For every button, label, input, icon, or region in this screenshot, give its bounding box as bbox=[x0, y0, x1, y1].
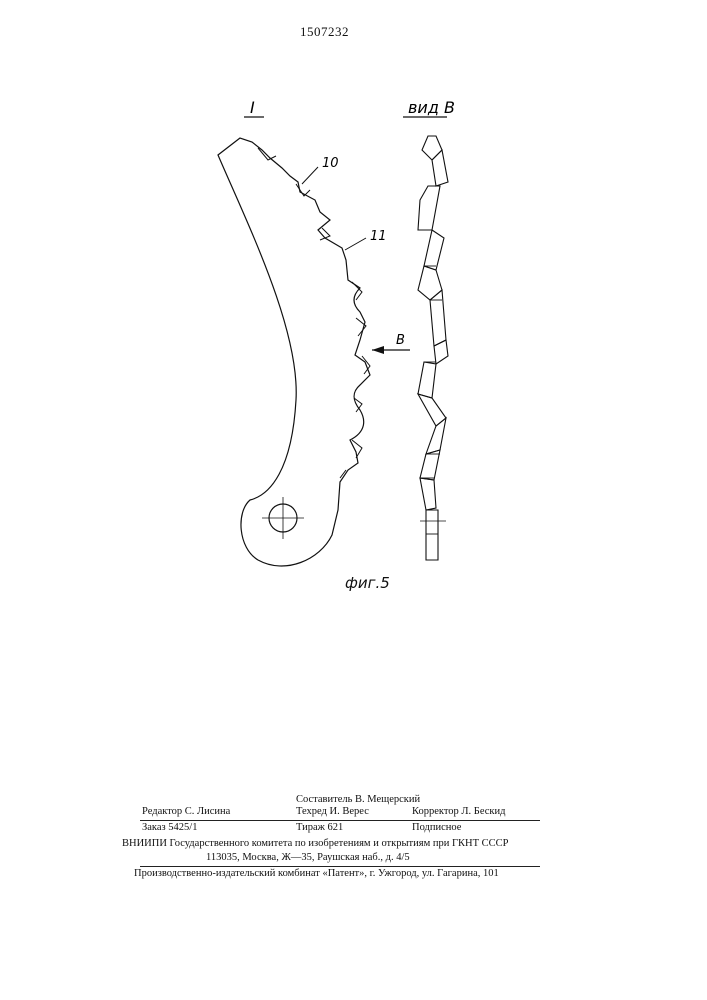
imprint-institute: ВНИИПИ Государственного комитета по изоб… bbox=[122, 838, 509, 850]
imprint-editor: Редактор С. Лисина bbox=[142, 806, 230, 818]
imprint-compiler: Составитель В. Мещерский bbox=[296, 794, 420, 806]
imprint-publisher: Производственно-издательский комбинат «П… bbox=[134, 868, 499, 880]
callout-10: 10 bbox=[322, 156, 339, 171]
imprint-rule-bottom bbox=[140, 866, 540, 867]
imprint-order: Заказ 5425/1 bbox=[142, 822, 197, 834]
callout-10-leader bbox=[302, 167, 318, 184]
callout-11-leader bbox=[345, 238, 366, 250]
imprint-techred: Техред И. Верес bbox=[296, 806, 369, 818]
imprint-address: 113035, Москва, Ж—35, Раушская наб., д. … bbox=[206, 852, 410, 864]
imprint-corrector: Корректор Л. Бескид bbox=[412, 806, 505, 818]
callout-11: 11 bbox=[370, 229, 387, 244]
blade-outline bbox=[218, 138, 370, 566]
view-label: вид В bbox=[408, 98, 455, 117]
imprint-circulation: Тираж 621 bbox=[296, 822, 343, 834]
figure-caption: фиг.5 bbox=[345, 574, 390, 592]
section-label: I bbox=[250, 98, 255, 117]
technical-drawing: I вид В 10 11 В bbox=[0, 0, 707, 620]
side-view bbox=[418, 136, 448, 560]
imprint-rule-top bbox=[140, 820, 540, 821]
tooth-details bbox=[258, 148, 370, 478]
side-view-shading bbox=[420, 186, 442, 534]
view-arrow-label: В bbox=[396, 333, 405, 348]
imprint-subscription: Подписное bbox=[412, 822, 461, 834]
view-arrow-head bbox=[372, 346, 384, 354]
